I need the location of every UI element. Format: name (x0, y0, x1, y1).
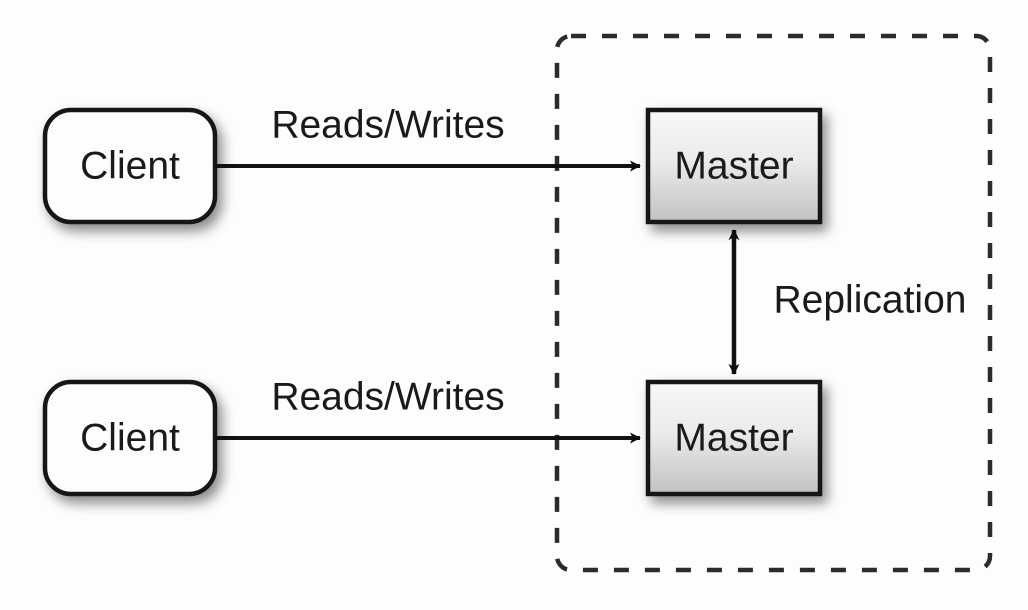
cluster-boundary (554, 33, 993, 573)
edge-reads-writes-top-label: Reads/Writes (271, 103, 504, 146)
node-master-top[interactable] (645, 107, 823, 225)
edge-reads-writes-bottom-label: Reads/Writes (271, 375, 504, 418)
edge-replication-label: Replication (774, 278, 967, 321)
client-bottom-label: Client (80, 416, 180, 459)
master-bottom-label: Master (674, 416, 793, 459)
client-top-label: Client (80, 144, 180, 187)
master-top-label: Master (674, 144, 793, 187)
master-bottom-shape (645, 379, 823, 497)
master-top-shape (645, 107, 823, 225)
node-master-bottom[interactable] (645, 379, 823, 497)
